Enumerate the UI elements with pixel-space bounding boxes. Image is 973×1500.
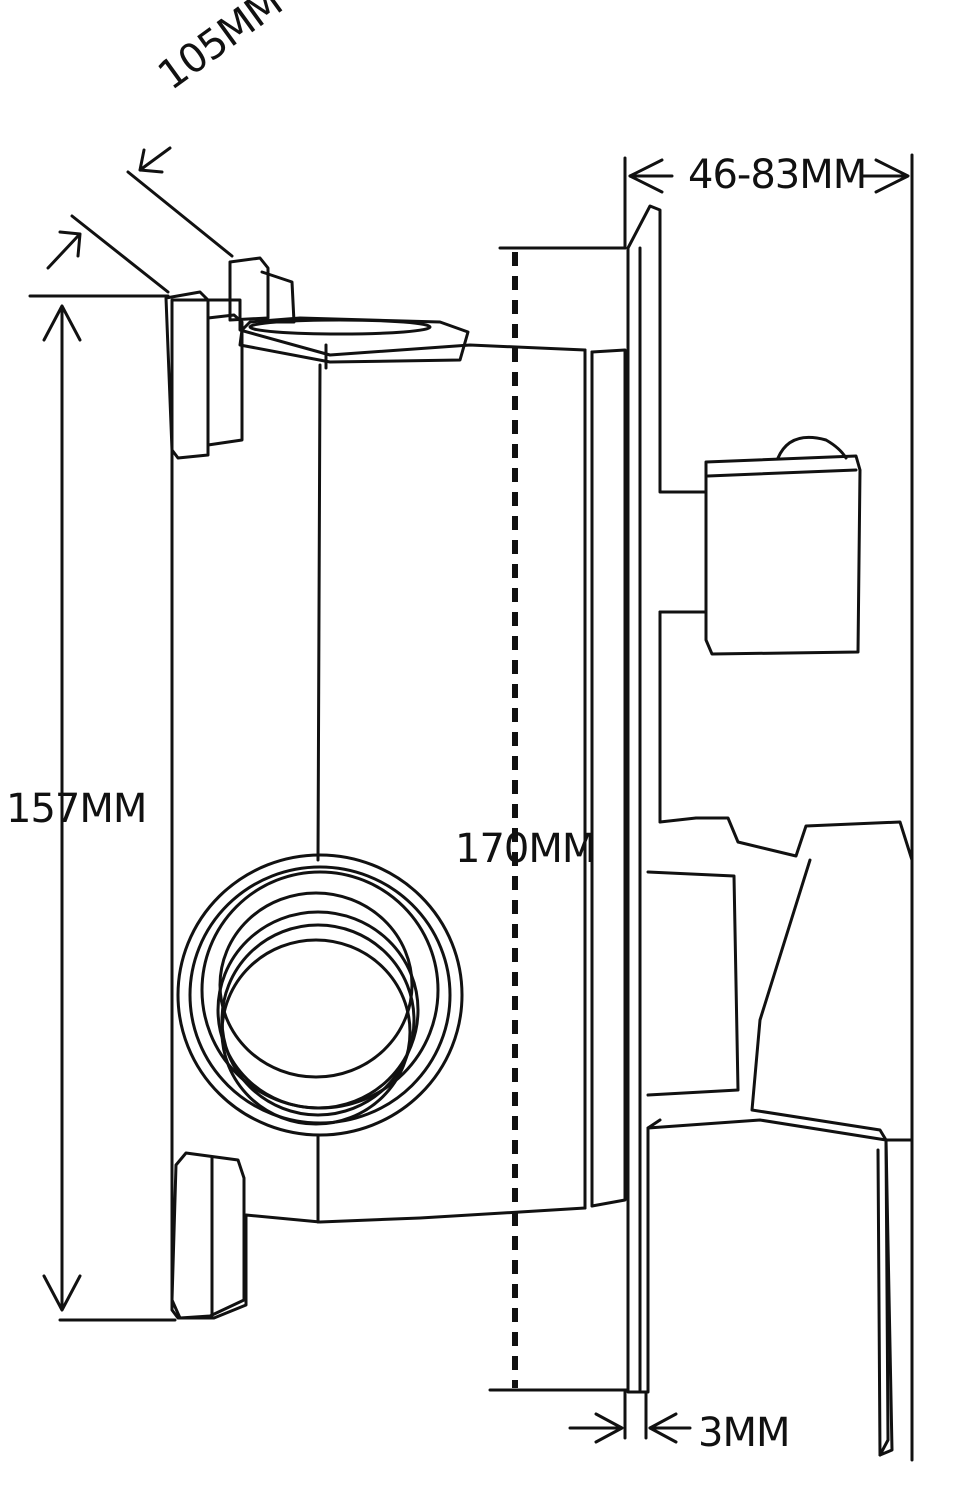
outlet-disc [238,316,470,364]
arrow-4683-left [628,158,664,194]
dimension-170 [488,246,630,1392]
dimension-157 [28,294,177,1322]
knob-top-edge [706,468,858,478]
inlet-bore [218,891,414,1079]
outlet-opening [248,318,432,336]
flange-step [206,313,244,447]
arrow-4683-right [874,158,910,194]
bottom-plug [170,1151,246,1320]
dimension-105 [46,146,234,294]
bottom-plug-outline [170,1151,246,1320]
inlet-thread-2 [220,923,416,1117]
diverter-knob [704,435,862,656]
arrow-105-upper [138,146,172,174]
lever-handle [646,816,914,1457]
top-flange [164,256,296,460]
dimension-label-170: 170MM [455,826,596,872]
top-tab [228,256,270,322]
inlet-thread-1 [216,910,420,1110]
cover-plate-outline [626,204,708,494]
dimension-3 [568,1390,692,1444]
body-seam-top [316,363,322,862]
mounting-frame [590,348,627,1208]
arrow-3-right [648,1412,678,1444]
lever-tip [876,1138,894,1457]
arrow-105-lower [46,230,82,270]
inlet-ring-outer [176,853,464,1137]
ext-line-b-105 [126,170,234,258]
inlet-thread-3 [220,938,412,1126]
side-inlet [176,853,464,1137]
valve-body [170,298,627,1320]
lever-arm [750,858,890,1457]
dimension-label-157: 157MM [6,786,147,832]
cover-plate-lower [626,246,662,1394]
arrow-157-bottom [42,1274,82,1312]
lever-block [646,870,740,1097]
top-outlet [238,316,470,370]
lever-base [646,816,914,1142]
arrow-3-left [594,1412,624,1444]
dimension-label-3: 3MM [698,1410,790,1456]
arrow-157-top [42,304,82,342]
body-outline [170,298,587,1320]
dimension-label-46-83: 46-83MM [688,152,867,198]
cover-plate [626,204,708,1394]
dimension-46-83 [623,153,914,1462]
flange-left-top [164,290,210,460]
knob-body [704,454,862,656]
knob-dome [776,435,848,460]
ext-line-a-105 [70,214,170,294]
